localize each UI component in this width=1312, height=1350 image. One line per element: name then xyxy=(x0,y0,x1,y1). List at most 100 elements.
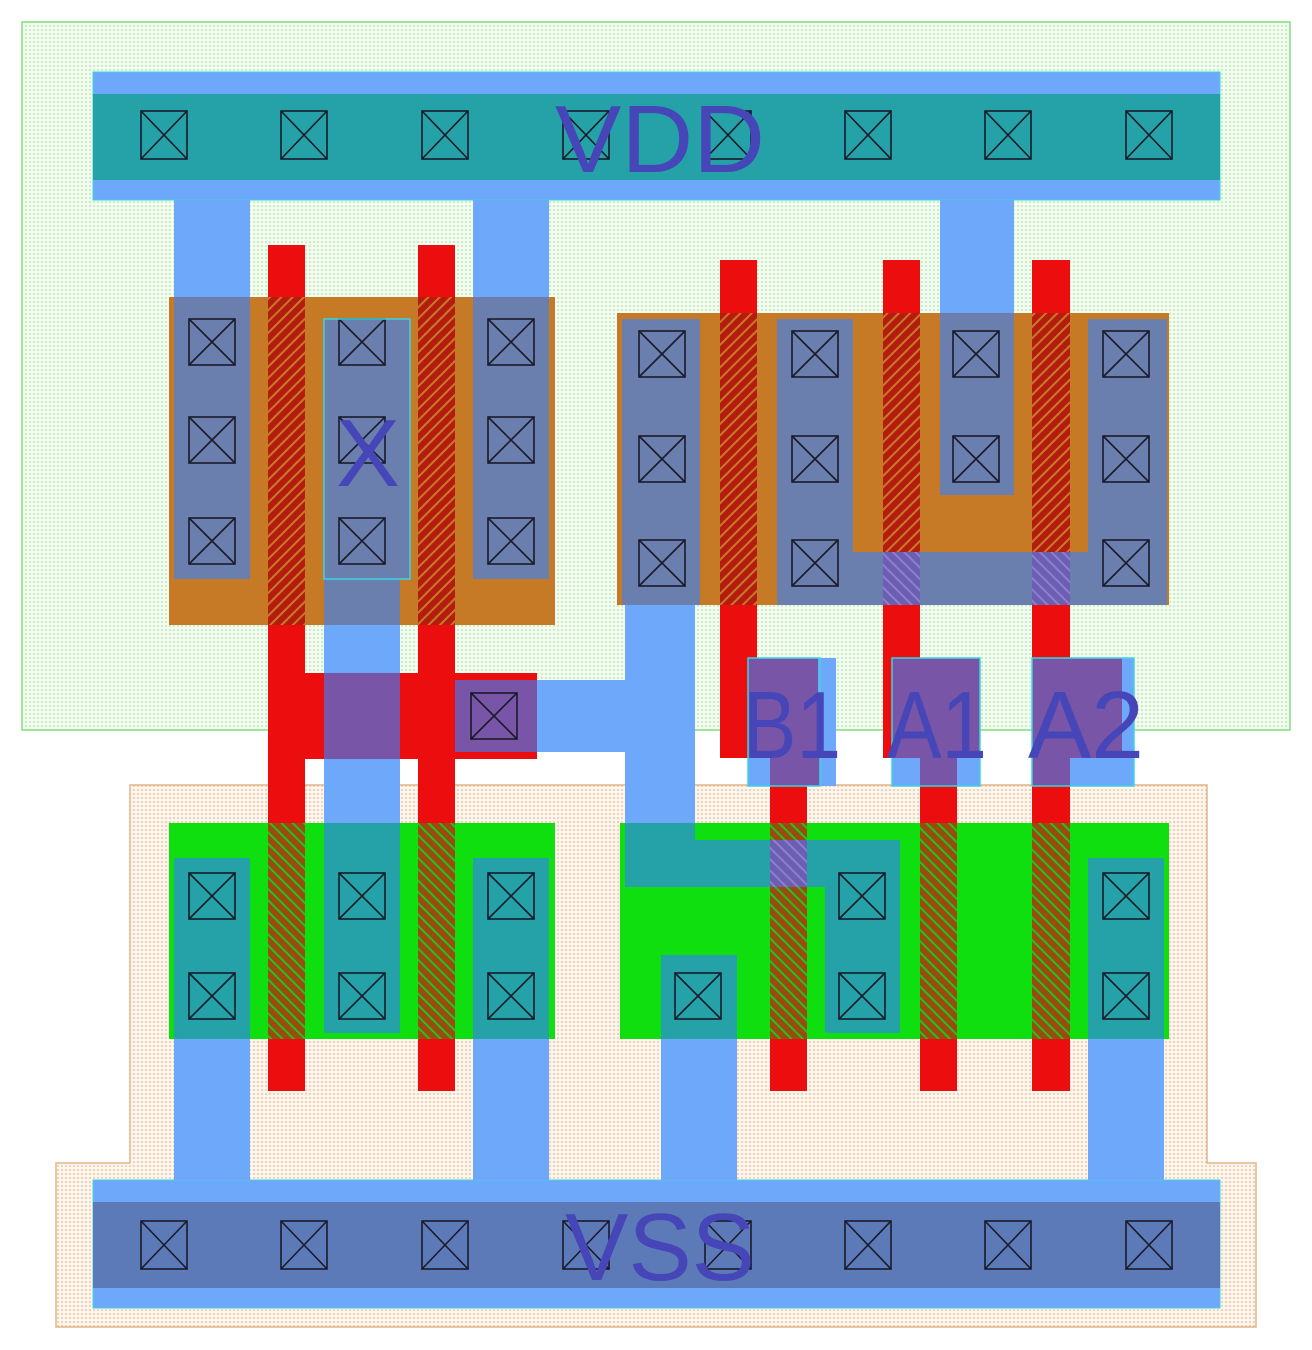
contact-icon xyxy=(1125,110,1173,160)
contact-icon xyxy=(704,1220,752,1270)
vss-strap-4 xyxy=(1088,1039,1164,1180)
contact-icon xyxy=(791,330,839,378)
contact-icon xyxy=(791,539,839,587)
contact-icon xyxy=(188,872,236,920)
contact-icon xyxy=(338,972,386,1020)
m1-h-connect-lower xyxy=(537,732,625,752)
vss-strap-3 xyxy=(661,1039,737,1180)
gate-n-a1 xyxy=(920,823,957,1039)
contact-icon xyxy=(188,416,236,464)
poly-contact-pad xyxy=(455,680,537,752)
contact-icon xyxy=(638,435,686,483)
x-pin-label: X xyxy=(336,400,400,507)
m1-internal-vert-upper xyxy=(625,600,695,823)
gate-p-b1 xyxy=(720,313,757,605)
vss-strap-2 xyxy=(473,1039,549,1180)
contact-icon xyxy=(487,972,535,1020)
contact-icon xyxy=(562,1220,610,1270)
contact-icon xyxy=(338,416,386,464)
vdd-strap-2 xyxy=(473,200,549,297)
m1-nd-col-right xyxy=(1088,858,1164,1039)
contact-icon xyxy=(562,110,610,160)
contact-icon xyxy=(952,330,1000,378)
contact-icon xyxy=(487,517,535,565)
contact-icon xyxy=(838,972,886,1020)
contact-icon xyxy=(470,692,518,740)
contact-icon xyxy=(674,972,722,1020)
contact-icon xyxy=(952,435,1000,483)
b1-pin-label: B1 xyxy=(743,672,841,779)
x-output-column xyxy=(324,625,400,673)
contact-icon xyxy=(1125,1220,1173,1270)
contact-icon xyxy=(984,110,1032,160)
contact-icon xyxy=(338,872,386,920)
contact-icon xyxy=(280,1220,328,1270)
gate-n-2 xyxy=(418,823,455,1039)
contact-icon xyxy=(1102,539,1150,587)
contact-icon xyxy=(984,1220,1032,1270)
contact-icon xyxy=(140,110,188,160)
gate-p-1 xyxy=(268,297,305,625)
contact-icon xyxy=(338,517,386,565)
a2-pin-outline xyxy=(1031,657,1135,787)
contact-icon xyxy=(487,416,535,464)
vdd-strap-1 xyxy=(174,200,250,297)
contact-icon xyxy=(1102,872,1150,920)
a2-pin-poly-overlap xyxy=(1032,758,1070,786)
m1-nd-col-2 xyxy=(324,823,400,1033)
x-pin-outline xyxy=(323,318,411,580)
m1-pd-col-right xyxy=(1088,319,1167,605)
contact-icon xyxy=(844,110,892,160)
contact-icon xyxy=(421,1220,469,1270)
contact-icon xyxy=(188,972,236,1020)
vdd-label: VDD xyxy=(555,86,765,193)
b1-pin-overlap-upper xyxy=(748,658,818,758)
a1-pin-poly-overlap xyxy=(920,758,957,786)
m1-pd-col-3 xyxy=(473,297,549,579)
m1-pd-col-vdd xyxy=(940,313,1014,495)
m1-pd-a2-overlap xyxy=(1032,552,1070,605)
contact-icon xyxy=(487,318,535,366)
b1-pin-outline xyxy=(747,657,821,787)
contact-icon xyxy=(338,318,386,366)
m1-internal-over-gate xyxy=(770,840,807,887)
gate-n-1 xyxy=(268,823,305,1039)
contact-icon xyxy=(704,110,752,160)
m1-internal-pd xyxy=(622,319,700,605)
m1-nd-col-1 xyxy=(174,858,250,1039)
contact-icon xyxy=(140,1220,188,1270)
x-output-poly-overlap xyxy=(324,673,400,759)
contact-icon xyxy=(791,435,839,483)
contact-layer xyxy=(140,110,1173,1270)
contact-icon xyxy=(838,872,886,920)
a2-pin-label: A2 xyxy=(1028,672,1144,779)
a2-pin-overlap xyxy=(1032,658,1122,758)
a1-pin-outline xyxy=(891,657,981,787)
contact-icon xyxy=(421,110,469,160)
vss-strap-1 xyxy=(174,1039,250,1180)
vss-label: VSS xyxy=(565,1194,755,1301)
contact-icon xyxy=(638,330,686,378)
m1-pd-col-1 xyxy=(174,297,250,579)
a1-pin-label: A1 xyxy=(887,672,987,779)
pin-layer xyxy=(323,318,1135,787)
contact-icon xyxy=(1102,330,1150,378)
contact-icon xyxy=(1102,435,1150,483)
contact-icon xyxy=(188,318,236,366)
vdd-strap-3 xyxy=(940,200,1014,313)
gate-n-a2 xyxy=(1032,823,1070,1039)
contact-icon xyxy=(638,539,686,587)
x-output-lower xyxy=(324,759,400,823)
contact-icon xyxy=(188,517,236,565)
gate-p-2 xyxy=(418,297,455,625)
contact-icon xyxy=(1102,972,1150,1020)
m1-pd-col-2-ext xyxy=(324,579,400,625)
m1-internal-nd-vert xyxy=(825,840,900,1033)
m1-pd-a1-overlap xyxy=(883,552,920,605)
m1-nd-col-3 xyxy=(473,858,549,1039)
contact-icon xyxy=(280,110,328,160)
contact-icon xyxy=(844,1220,892,1270)
a1-pin-overlap xyxy=(892,658,980,758)
contact-icon xyxy=(487,872,535,920)
